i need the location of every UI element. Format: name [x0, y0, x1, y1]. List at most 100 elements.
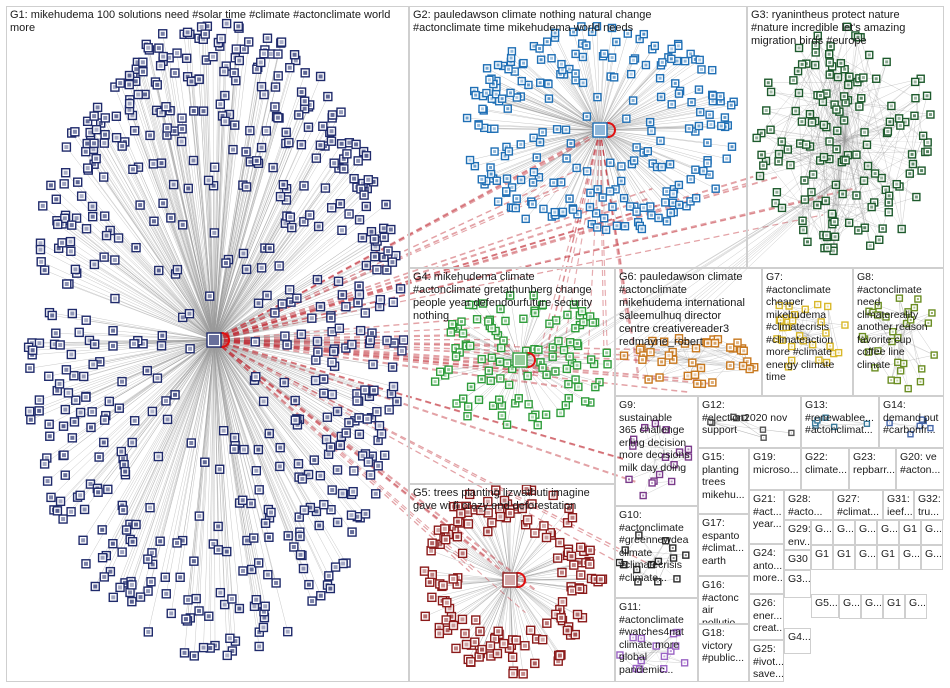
g2-edge [599, 129, 671, 214]
group-panel-g11: G11: #actonclimate #watches4nat climate … [615, 598, 698, 682]
g1-edge [116, 116, 215, 341]
group-panel-g9: G9: sustainable 365 challenge erling dec… [615, 396, 698, 506]
g2-edge [599, 129, 668, 222]
small-group-label: G1 [837, 548, 852, 560]
g1-edge [65, 215, 215, 341]
g2-edge [591, 31, 601, 131]
g1-edge [165, 339, 215, 578]
group-label-g18: G18: victory #public... [702, 627, 745, 664]
g1-edge [213, 328, 340, 341]
g1-edge [47, 339, 215, 482]
g1-edge [213, 339, 375, 391]
g1-edge [213, 339, 269, 510]
g1-edge [124, 339, 215, 583]
g2-edge [599, 27, 613, 131]
group-label-g19: G19: microso... [753, 451, 799, 476]
g1-edge [213, 339, 224, 431]
g2-edge [599, 104, 672, 131]
g1-edge [204, 339, 215, 463]
group-panel-g19: G19: microso... [749, 448, 801, 490]
g1-edge [213, 339, 260, 633]
g2-edge [482, 108, 601, 131]
small-group-cell: G1 [883, 594, 905, 619]
g1-edge [213, 42, 219, 341]
small-group-cell: G... [899, 545, 921, 570]
g1-edge [86, 320, 215, 341]
g2-edge [542, 129, 601, 133]
g1-edge [149, 135, 215, 341]
g1-edge [165, 106, 215, 341]
small-group-label: G... [843, 597, 860, 609]
g1-edge [213, 181, 374, 341]
g1-edge [185, 339, 215, 620]
g1-edge [213, 125, 235, 341]
g1-edge [213, 339, 341, 446]
small-group-label: G1 [887, 597, 902, 609]
g1-edge [213, 339, 243, 501]
g1-edge [213, 339, 277, 584]
g1-edge [213, 339, 331, 589]
group-label-g30: G30 [788, 553, 808, 565]
group-label-g5x: G5... [815, 597, 838, 609]
g1-edge [122, 339, 215, 511]
group-panel-g6: G6: pauledawson climate #actonclimate mi… [615, 268, 762, 396]
g1-edge [213, 339, 352, 495]
g1-edge [213, 94, 265, 341]
g2-edge [486, 68, 601, 131]
group-label-g12: G12: #election2020 nov support [702, 399, 788, 436]
g1-edge [90, 339, 215, 428]
g1-edge [213, 279, 318, 341]
g1-edge [119, 83, 215, 341]
group-label-g14: G14: demand put #carbonfr... [883, 399, 939, 436]
g1-edge [157, 339, 215, 379]
g1-edge [65, 339, 215, 476]
g2-edge [599, 33, 629, 131]
g1-edge [213, 339, 240, 609]
group-label-g11: G11: #actonclimate #watches4nat climate … [619, 601, 684, 676]
g1-edge [41, 261, 215, 341]
small-group-label: G... [903, 548, 920, 560]
g1-edge [29, 339, 215, 412]
g1-edge [209, 339, 215, 649]
g1-edge [72, 313, 215, 341]
g1-edge [213, 339, 269, 575]
g1-edge [213, 339, 305, 511]
g1-edge [213, 339, 318, 353]
group-panel-g7: G7: #actonclimate cheaper mikehudema #cl… [762, 268, 853, 396]
group-panel-g25: G25: #ivot... save... [749, 640, 784, 682]
g1-edge [213, 53, 271, 341]
g1-edge [89, 132, 215, 341]
g1-edge [213, 339, 402, 352]
g1-edge [213, 143, 287, 341]
group-panel-g21: G21: #act... year... [749, 490, 784, 544]
g1-edge [213, 69, 258, 341]
g2-edge [599, 38, 640, 131]
small-group-cell: G1 [811, 545, 833, 570]
g1-edge [213, 339, 311, 508]
g1-edge [151, 339, 215, 553]
g2-edge [599, 101, 721, 131]
g1-edge [181, 118, 215, 341]
g1-edge [213, 339, 219, 527]
g1-edge [213, 294, 360, 341]
g2-edge [599, 129, 708, 161]
g1-edge [213, 230, 343, 341]
g1-edge [203, 111, 215, 341]
g1-edge [66, 283, 215, 341]
group-panel-g16: G16: #actonc air pollutio... [698, 576, 749, 624]
g1-edge [213, 60, 240, 341]
g1-edge [213, 121, 226, 341]
g2-edge [599, 77, 615, 131]
g1-edge [113, 339, 215, 598]
g2-edge [560, 74, 601, 131]
small-group-label: G... [815, 523, 832, 535]
g1-edge [213, 339, 324, 394]
small-group-label: G1 [903, 523, 918, 535]
group-label-g29: G29: env... [788, 523, 811, 548]
g1-edge [213, 126, 324, 341]
g1-edge [213, 204, 387, 341]
group-panel-g1: G1: mikehudema 100 solutions need #solar… [6, 6, 409, 682]
g1-edge [213, 339, 333, 395]
small-group-cell: G1 [899, 520, 921, 545]
g1-edge [96, 129, 215, 341]
